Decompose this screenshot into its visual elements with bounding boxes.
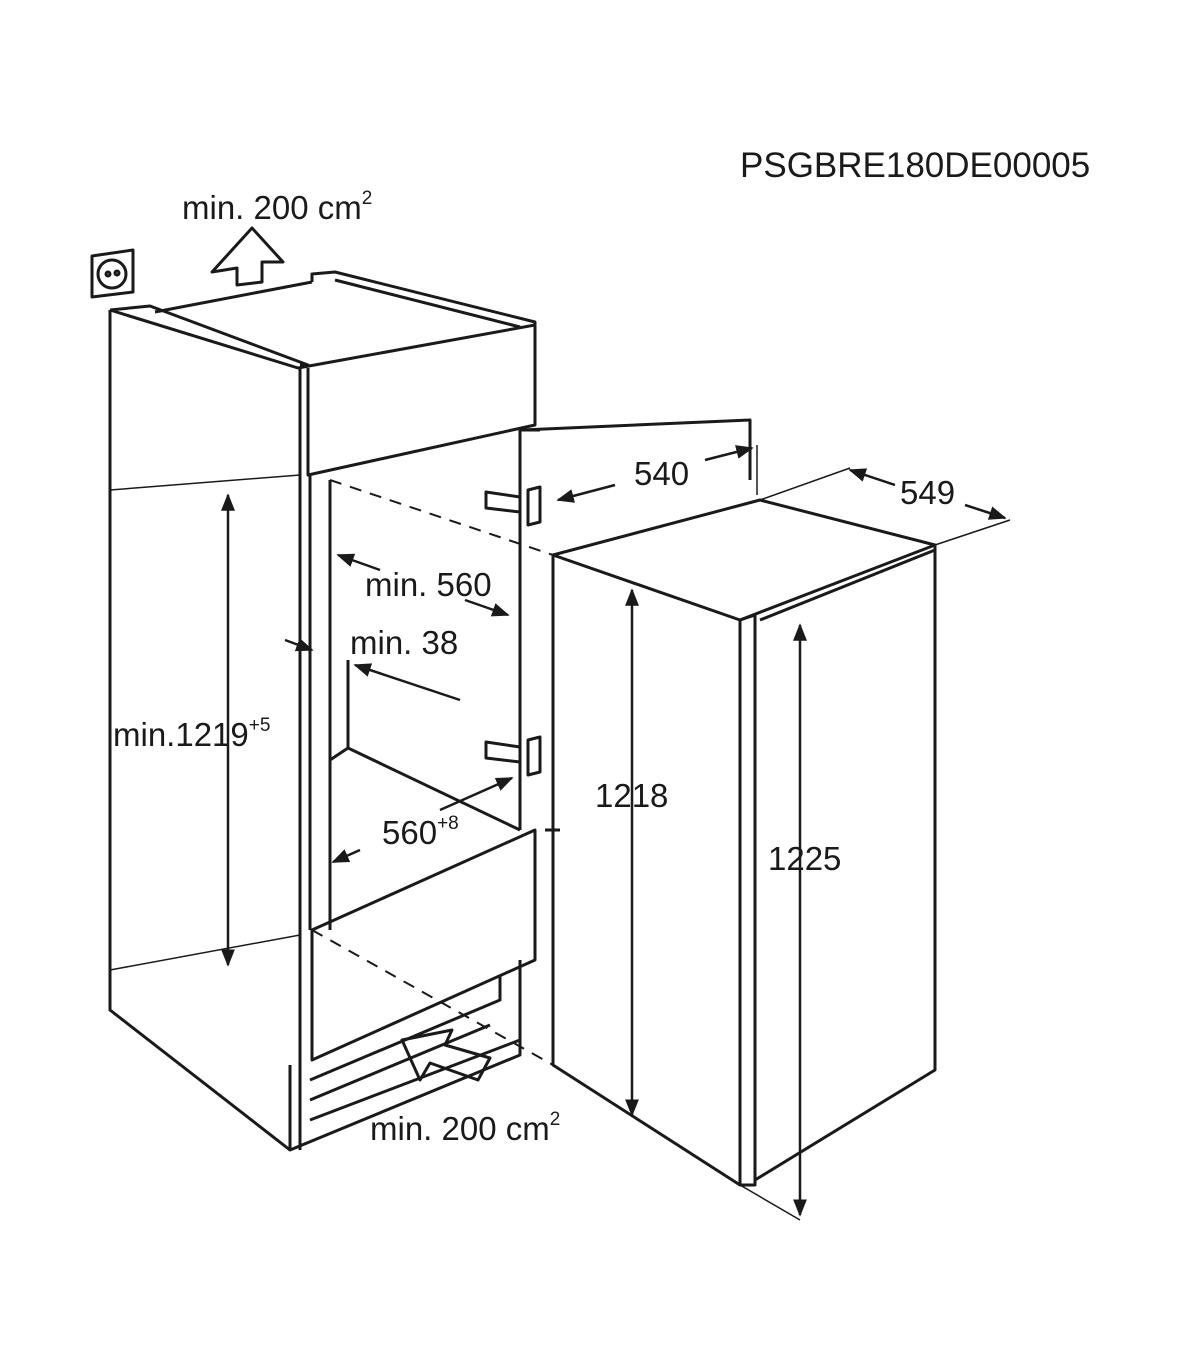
vent-top-sup: 2 — [361, 188, 373, 209]
niche-width-text: 560 — [382, 814, 438, 851]
vent-in-arrow-icon — [400, 1028, 492, 1082]
total-height-label: 1225 — [768, 840, 842, 877]
door-panel — [520, 418, 752, 480]
vent-top-label: min. 200 cm2 — [182, 188, 373, 226]
product-code: PSGBRE180DE00005 — [740, 146, 1091, 185]
hinge-icon — [484, 485, 542, 777]
appliance — [551, 498, 937, 1187]
depth-549-label: 549 — [900, 474, 956, 511]
niche-width-label: 560+8 — [382, 813, 459, 851]
vent-bottom-text: min. 200 cm — [370, 1110, 550, 1147]
min-gap-label: min. 38 — [350, 624, 459, 661]
vent-up-arrow-icon — [210, 226, 285, 287]
niche-height-label: min.1219+5 — [113, 715, 271, 753]
vent-bottom-label: min. 200 cm2 — [370, 1109, 561, 1147]
niche-height-text: min.1219 — [113, 716, 249, 753]
vent-top-text: min. 200 cm — [182, 189, 362, 226]
niche-height-sup: +5 — [248, 715, 271, 736]
min-depth-label: min. 560 — [365, 566, 492, 603]
depth-540-label: 540 — [634, 455, 690, 492]
niche-width-sup: +8 — [437, 813, 459, 834]
cabinet-niche — [108, 270, 560, 1152]
vent-bottom-sup: 2 — [549, 1109, 561, 1130]
power-socket-icon — [90, 248, 135, 299]
appliance-height-label: 1218 — [595, 777, 669, 814]
